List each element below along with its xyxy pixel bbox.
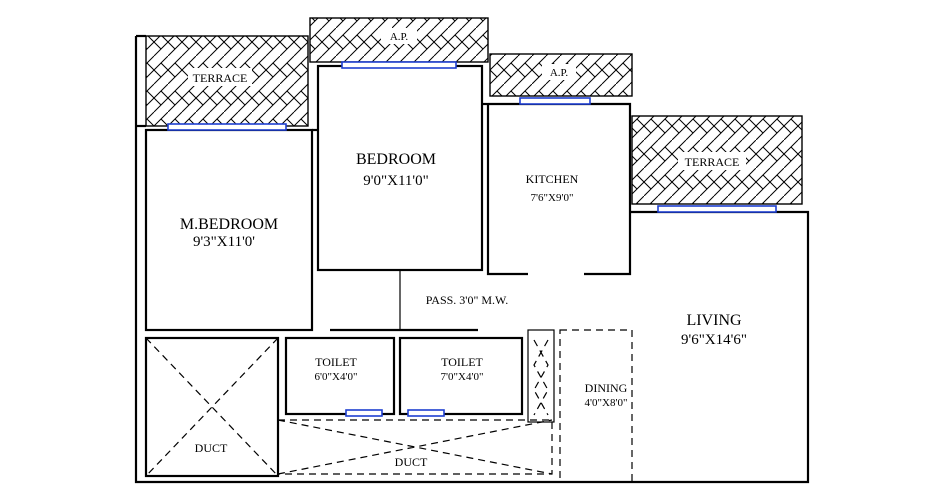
window-living bbox=[657, 205, 777, 213]
window-mbedroom bbox=[167, 123, 287, 131]
passage-label: PASS. 3'0" M.W. bbox=[426, 293, 509, 307]
shaft bbox=[527, 329, 555, 423]
toilet-1-name-label: TOILET bbox=[315, 355, 357, 369]
duct-left-area bbox=[144, 336, 280, 478]
kitchen-walls bbox=[482, 102, 632, 276]
window-toilet-1 bbox=[345, 409, 383, 417]
duct-bottom-label: DUCT bbox=[395, 455, 428, 469]
living-name-label: LIVING bbox=[686, 312, 742, 329]
duct-left-label: DUCT bbox=[195, 441, 228, 455]
dining-size-label: 4'0"X8'0" bbox=[585, 397, 628, 409]
duct-bottom-area bbox=[277, 419, 553, 475]
toilet-2-walls bbox=[398, 336, 524, 416]
windows bbox=[167, 61, 777, 417]
bedroom-name-label: BEDROOM bbox=[356, 151, 436, 168]
toilet-1-size-label: 6'0"X4'0" bbox=[315, 371, 358, 383]
window-toilet-2 bbox=[407, 409, 445, 417]
kitchen-size-label: 7'6"X9'0" bbox=[531, 192, 574, 204]
bedroom-walls bbox=[312, 64, 484, 272]
terrace-left-label: TERRACE bbox=[193, 71, 248, 85]
toilet-1-walls bbox=[284, 336, 396, 416]
living-size-label: 9'6"X14'6" bbox=[681, 332, 747, 348]
passage-walls bbox=[330, 270, 478, 332]
dining-zone bbox=[559, 329, 633, 483]
dining-name-label: DINING bbox=[585, 381, 628, 395]
mbedroom-size-label: 9'3"X11'0' bbox=[193, 234, 255, 250]
toilet-2-name-label: TOILET bbox=[441, 355, 483, 369]
toilet-2-size-label: 7'0"X4'0" bbox=[441, 371, 484, 383]
ap-kitchen-label: A.P. bbox=[550, 67, 569, 79]
bedroom-size-label: 9'0"X11'0" bbox=[363, 173, 428, 189]
ap-top-label: A.P. bbox=[390, 31, 409, 43]
room-labels: TERRACE A.P. A.P. TERRACE BEDROOM 9'0"X1… bbox=[180, 28, 747, 470]
window-kitchen bbox=[519, 97, 591, 105]
window-bedroom bbox=[341, 61, 457, 69]
kitchen-name-label: KITCHEN bbox=[526, 172, 579, 186]
mbedroom-name-label: M.BEDROOM bbox=[180, 216, 278, 233]
terrace-right-label: TERRACE bbox=[685, 155, 740, 169]
